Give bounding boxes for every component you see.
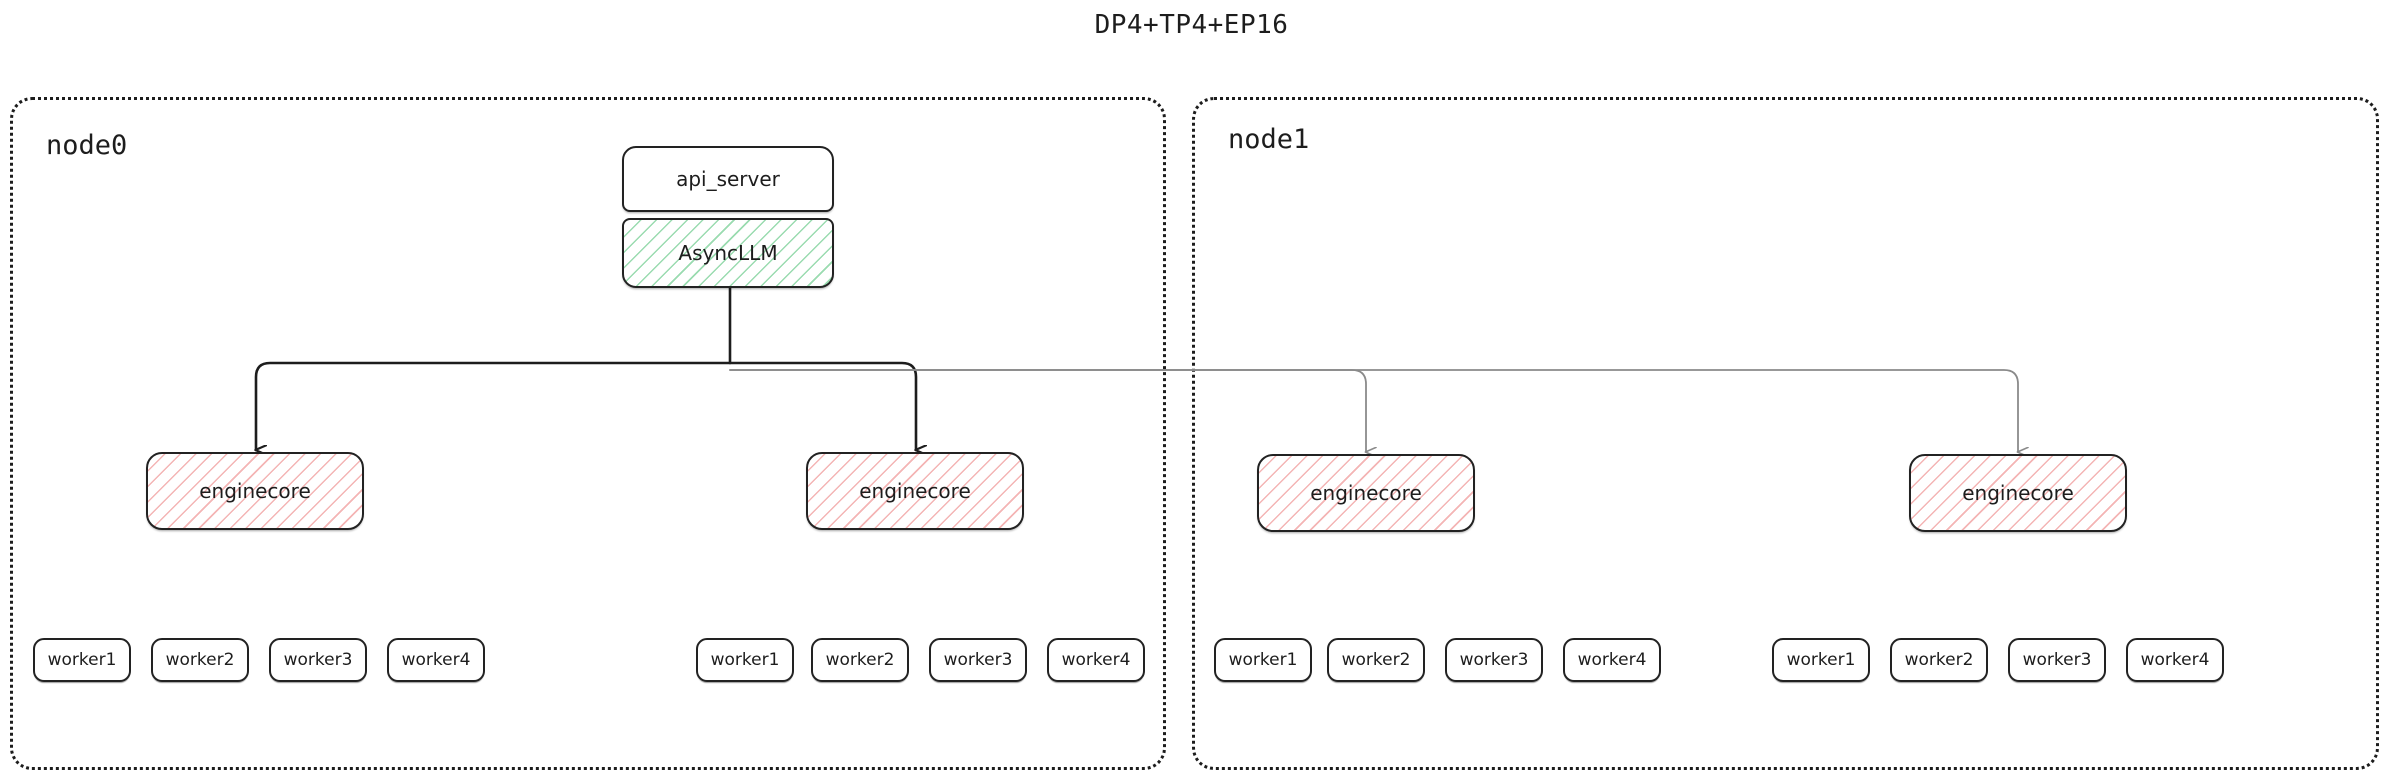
worker-label: worker4	[401, 650, 471, 670]
worker-label: worker2	[1904, 650, 1974, 670]
worker-box[interactable]: worker1	[33, 638, 131, 682]
worker-box[interactable]: worker1	[696, 638, 794, 682]
worker-label: worker1	[1228, 650, 1298, 670]
node-label-node0: node0	[46, 130, 128, 161]
api-server-label: api_server	[676, 167, 780, 191]
worker-label: worker2	[825, 650, 895, 670]
enginecore-box-node1-0[interactable]: enginecore	[1257, 454, 1475, 532]
api-server-box[interactable]: api_server	[622, 146, 834, 212]
node-label-node1: node1	[1228, 124, 1310, 155]
enginecore-box-node1-1[interactable]: enginecore	[1909, 454, 2127, 532]
worker-label: worker1	[47, 650, 117, 670]
worker-label: worker3	[283, 650, 353, 670]
worker-box[interactable]: worker1	[1214, 638, 1312, 682]
worker-label: worker2	[165, 650, 235, 670]
enginecore-label: enginecore	[1310, 481, 1422, 505]
enginecore-label: enginecore	[199, 479, 311, 503]
worker-box[interactable]: worker2	[811, 638, 909, 682]
worker-box[interactable]: worker4	[1047, 638, 1145, 682]
worker-label: worker3	[2022, 650, 2092, 670]
enginecore-label: enginecore	[859, 479, 971, 503]
worker-box[interactable]: worker4	[387, 638, 485, 682]
worker-box[interactable]: worker2	[1890, 638, 1988, 682]
worker-box[interactable]: worker3	[1445, 638, 1543, 682]
worker-box[interactable]: worker4	[2126, 638, 2224, 682]
worker-box[interactable]: worker4	[1563, 638, 1661, 682]
page-title: DP4+TP4+EP16	[1094, 10, 1289, 40]
worker-box[interactable]: worker1	[1772, 638, 1870, 682]
worker-label: worker3	[943, 650, 1013, 670]
worker-label: worker4	[1061, 650, 1131, 670]
worker-label: worker1	[1786, 650, 1856, 670]
enginecore-label: enginecore	[1962, 481, 2074, 505]
worker-box[interactable]: worker3	[929, 638, 1027, 682]
worker-label: worker3	[1459, 650, 1529, 670]
enginecore-box-node0-1[interactable]: enginecore	[806, 452, 1024, 530]
async-llm-label: AsyncLLM	[678, 241, 778, 265]
worker-label: worker2	[1341, 650, 1411, 670]
enginecore-box-node0-0[interactable]: enginecore	[146, 452, 364, 530]
async-llm-box[interactable]: AsyncLLM	[622, 218, 834, 288]
worker-box[interactable]: worker2	[151, 638, 249, 682]
worker-label: worker4	[1577, 650, 1647, 670]
worker-box[interactable]: worker3	[269, 638, 367, 682]
worker-box[interactable]: worker3	[2008, 638, 2106, 682]
worker-label: worker4	[2140, 650, 2210, 670]
worker-box[interactable]: worker2	[1327, 638, 1425, 682]
worker-label: worker1	[710, 650, 780, 670]
